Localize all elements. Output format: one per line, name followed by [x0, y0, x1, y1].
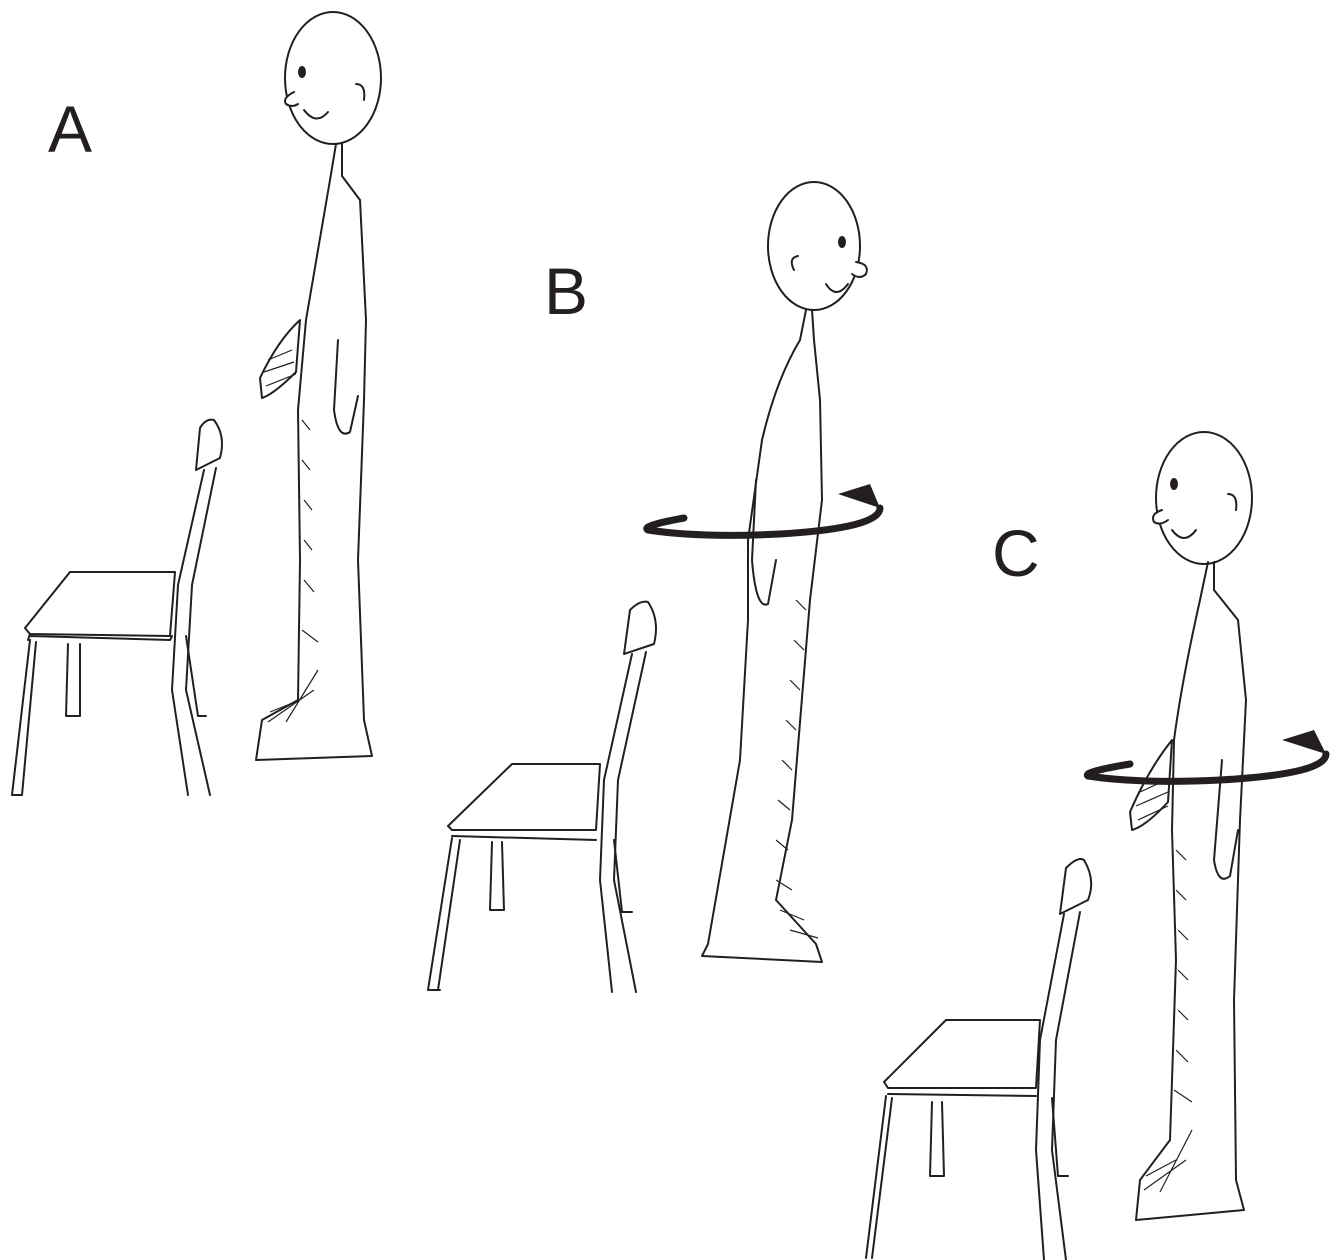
- chair-icon: [865, 858, 1093, 1260]
- chair-icon: [427, 600, 657, 993]
- rotation-arrow-icon: [643, 484, 884, 539]
- panel-label-b: B: [544, 254, 589, 328]
- panel-c: [865, 431, 1330, 1260]
- panel-a: [11, 11, 382, 796]
- chair-icon: [11, 418, 223, 796]
- panel-label-a: A: [48, 92, 93, 166]
- panel-b: [427, 181, 884, 993]
- panel-label-c: C: [992, 516, 1040, 590]
- standing-figure-icon: [701, 181, 868, 963]
- rotation-arrow-icon: [1083, 730, 1330, 785]
- standing-figure-icon: [1129, 431, 1253, 1221]
- standing-figure-icon: [255, 11, 382, 761]
